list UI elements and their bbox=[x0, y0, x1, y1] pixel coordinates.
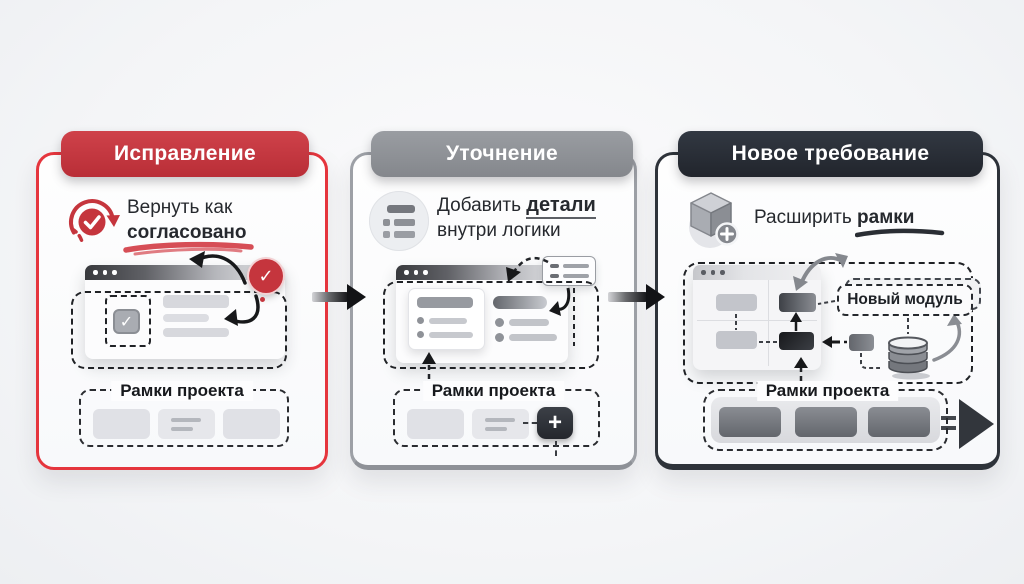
approved-check-circle-icon: ✓ bbox=[249, 259, 283, 293]
module-block bbox=[716, 294, 757, 311]
dark-marker-underline bbox=[855, 228, 945, 238]
heading-line1-normal: Расширить bbox=[754, 207, 852, 228]
add-block-plus-button: + bbox=[537, 407, 573, 439]
scope-block bbox=[158, 409, 215, 439]
scope-block bbox=[223, 409, 280, 439]
panel-clarification: Уточнение Добавить детали внутри логики bbox=[350, 131, 637, 470]
approved-frame-dashed-border bbox=[71, 291, 287, 369]
panel-new-requirement: Новое требование Расширить рамки bbox=[655, 131, 1000, 470]
scope-block bbox=[93, 409, 150, 439]
module-block bbox=[716, 331, 757, 349]
project-scope-box-expanding bbox=[703, 389, 948, 451]
checkbox-checked-icon: ✓ bbox=[113, 309, 140, 334]
scope-label: Рамки проекта bbox=[422, 381, 565, 401]
panel-new-requirement-heading: Расширить рамки bbox=[754, 205, 945, 238]
heading-line1-bold: детали bbox=[526, 194, 596, 219]
module-block-new bbox=[779, 293, 816, 312]
red-dot bbox=[260, 297, 265, 302]
scope-block bbox=[472, 409, 529, 439]
detail-card bbox=[408, 288, 485, 350]
module-block-core bbox=[779, 332, 814, 350]
panel-correction-badge: Исправление bbox=[61, 131, 309, 177]
scope-label: Рамки проекта bbox=[111, 381, 253, 401]
scope-block-dark bbox=[795, 407, 857, 437]
heading-line1-normal: Добавить bbox=[437, 195, 521, 216]
window-dots-icon bbox=[701, 270, 725, 275]
logic-frame-dashed-border bbox=[383, 281, 599, 369]
text-bar bbox=[163, 295, 229, 308]
panel-correction-heading: Вернуть как согласовано bbox=[123, 195, 254, 256]
external-block bbox=[849, 334, 874, 351]
text-bar bbox=[163, 314, 209, 322]
scope-block-dark bbox=[719, 407, 781, 437]
revert-check-icon bbox=[63, 193, 121, 256]
plus-connector-dashes bbox=[523, 422, 537, 424]
list-icon bbox=[369, 191, 429, 251]
panel-correction-title: Исправление bbox=[114, 142, 256, 165]
project-scope-box: + bbox=[393, 389, 600, 456]
window-dots-icon bbox=[93, 270, 117, 275]
heading-line1: Вернуть как bbox=[127, 197, 233, 218]
plus-stub-dashes bbox=[555, 441, 557, 456]
heading-line2: внутри логики bbox=[437, 220, 561, 241]
flow-arrow-1-icon bbox=[312, 284, 366, 310]
red-marker-underline bbox=[123, 241, 254, 256]
text-bar bbox=[163, 328, 229, 337]
card-header-bar bbox=[417, 297, 473, 308]
window-dots-icon bbox=[404, 270, 428, 275]
panel-clarification-title: Уточнение bbox=[446, 142, 558, 165]
flow-arrow-2-icon bbox=[608, 284, 666, 310]
new-module-callout: Новый модуль bbox=[837, 284, 973, 316]
scope-label: Рамки проекта bbox=[756, 381, 899, 401]
panel-clarification-badge: Уточнение bbox=[371, 131, 633, 177]
panel-new-requirement-title: Новое требование bbox=[731, 142, 930, 165]
panel-clarification-heading: Добавить детали внутри логики bbox=[437, 193, 596, 243]
database-cylinder-icon bbox=[884, 336, 932, 385]
highlighted-bar bbox=[493, 296, 547, 309]
heading-line1-bold: рамки bbox=[857, 207, 915, 228]
heading-line2-bold: согласовано bbox=[127, 222, 247, 243]
panel-new-requirement-badge: Новое требование bbox=[678, 131, 983, 177]
panel-correction: Исправление Вернуть как согласовано bbox=[36, 131, 328, 470]
scope-block-dark bbox=[868, 407, 930, 437]
scope-block bbox=[407, 409, 464, 439]
window-titlebar bbox=[693, 265, 821, 280]
cube-plus-icon bbox=[680, 189, 744, 254]
checkbox-frame-dashed-border bbox=[105, 295, 151, 347]
